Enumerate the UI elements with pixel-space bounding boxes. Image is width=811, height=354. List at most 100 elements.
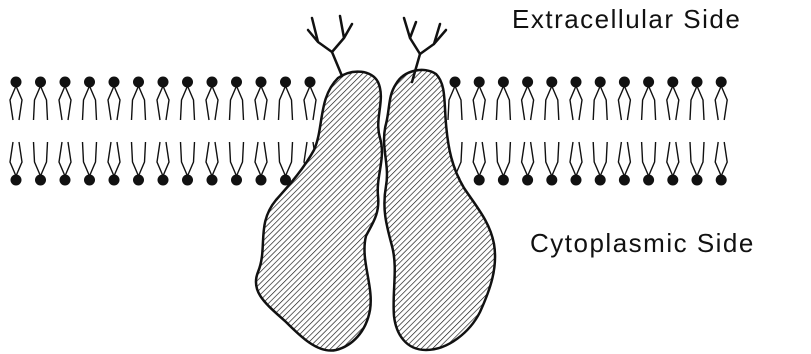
outer-phospholipid	[230, 77, 244, 121]
inner-phospholipid-tail	[667, 142, 673, 176]
outer-phospholipid-head	[133, 77, 144, 88]
outer-phospholipid-tail	[600, 86, 607, 120]
inner-phospholipid-tail	[157, 142, 163, 176]
inner-phospholipid-tail	[649, 142, 656, 176]
inner-phospholipid-tail	[237, 142, 244, 176]
inner-phospholipid-head	[667, 175, 678, 186]
inner-phospholipid-head	[109, 175, 120, 186]
outer-phospholipid-tail	[697, 86, 704, 120]
outer-phospholipid	[473, 77, 485, 121]
inner-phospholipid-tail	[503, 142, 510, 176]
outer-phospholipid	[304, 77, 316, 121]
inner-phospholipid-head	[692, 175, 703, 186]
inner-phospholipid-tail	[545, 142, 552, 176]
glycan-left-branch-a	[308, 18, 332, 52]
inner-phospholipid-tail	[624, 142, 630, 176]
inner-phospholipid-head	[716, 175, 727, 186]
outer-phospholipid-tail	[34, 86, 41, 120]
inner-phospholipid-tail	[673, 142, 679, 176]
inner-phospholipid	[473, 142, 485, 186]
inner-phospholipid-head	[619, 175, 630, 186]
inner-phospholipid	[545, 142, 559, 186]
inner-phospholipid-head	[35, 175, 46, 186]
outer-phospholipid-tail	[261, 86, 267, 120]
inner-phospholipid-tail	[41, 142, 48, 176]
inner-phospholipid-tail	[286, 142, 293, 176]
inner-phospholipid-head	[595, 175, 606, 186]
inner-phospholipid	[570, 142, 582, 186]
inner-phospholipid-head	[84, 175, 95, 186]
outer-phospholipid-tail	[114, 86, 120, 120]
inner-phospholipid	[593, 142, 607, 186]
outer-phospholipid-tail	[304, 86, 310, 120]
inner-phospholipid-head	[522, 175, 533, 186]
inner-phospholipid-tail	[479, 142, 485, 176]
outer-phospholipid	[34, 77, 48, 121]
outer-phospholipid-head	[84, 77, 95, 88]
inner-phospholipid-head	[643, 175, 654, 186]
inner-phospholipid	[522, 142, 534, 186]
outer-phospholipid	[10, 77, 22, 121]
inner-phospholipid-tail	[212, 142, 218, 176]
outer-phospholipid	[132, 77, 146, 121]
inner-phospholipid	[206, 142, 218, 186]
glycan-left-stem	[332, 52, 342, 76]
outer-phospholipid-tail	[721, 86, 727, 120]
inner-phospholipid-head	[60, 175, 71, 186]
outer-phospholipid-tail	[667, 86, 673, 120]
protein-left-body	[256, 72, 382, 351]
outer-phospholipid-tail	[188, 86, 195, 120]
inner-phospholipid-tail	[552, 142, 559, 176]
outer-phospholipid-tail	[83, 86, 90, 120]
inner-phospholipid-head	[546, 175, 557, 186]
outer-phospholipid-tail	[545, 86, 552, 120]
outer-phospholipid-tail	[448, 86, 455, 120]
inner-phospholipid	[496, 142, 510, 186]
glycan-left-branch-b	[332, 16, 352, 52]
inner-phospholipid-tail	[261, 142, 267, 176]
outer-phospholipid-tail	[286, 86, 293, 120]
inner-phospholipid-tail	[163, 142, 169, 176]
inner-phospholipid-tail	[59, 142, 65, 176]
outer-phospholipid	[181, 77, 195, 121]
outer-phospholipid-tail	[455, 86, 462, 120]
outer-phospholipid-tail	[279, 86, 286, 120]
outer-phospholipid-head	[158, 77, 169, 88]
outer-phospholipid-tail	[642, 86, 649, 120]
outer-phospholipid-tail	[206, 86, 212, 120]
outer-phospholipid	[496, 77, 510, 121]
outer-phospholipid-head	[595, 77, 606, 88]
inner-phospholipid	[279, 142, 293, 186]
glycan-right-branch-a	[404, 18, 420, 54]
outer-phospholipid-tail	[16, 86, 22, 120]
inner-phospholipid-tail	[642, 142, 649, 176]
inner-phospholipid-tail	[618, 142, 624, 176]
outer-phospholipid-tail	[230, 86, 237, 120]
glycan-right-branch-b	[420, 24, 446, 54]
outer-phospholipid-tail	[157, 86, 163, 120]
inner-phospholipid-tail	[108, 142, 114, 176]
inner-phospholipid-tail	[230, 142, 237, 176]
inner-phospholipid-tail	[697, 142, 704, 176]
inner-phospholipid-head	[158, 175, 169, 186]
outer-phospholipid-tail	[65, 86, 71, 120]
outer-phospholipid-tail	[108, 86, 114, 120]
outer-phospholipid-head	[546, 77, 557, 88]
outer-phospholipid-tail	[649, 86, 656, 120]
outer-phospholipid-head	[109, 77, 120, 88]
outer-phospholipid-head	[522, 77, 533, 88]
inner-phospholipid-tail	[496, 142, 503, 176]
outer-phospholipid-tail	[503, 86, 510, 120]
inner-phospholipid	[157, 142, 169, 186]
outer-phospholipid-tail	[41, 86, 48, 120]
inner-phospholipid-head	[207, 175, 218, 186]
outer-phospholipid	[206, 77, 218, 121]
outer-phospholipid-head	[11, 77, 22, 88]
inner-phospholipid-head	[474, 175, 485, 186]
inner-phospholipid	[181, 142, 195, 186]
outer-phospholipid-tail	[593, 86, 600, 120]
outer-phospholipid-head	[256, 77, 267, 88]
outer-phospholipid-head	[305, 77, 316, 88]
